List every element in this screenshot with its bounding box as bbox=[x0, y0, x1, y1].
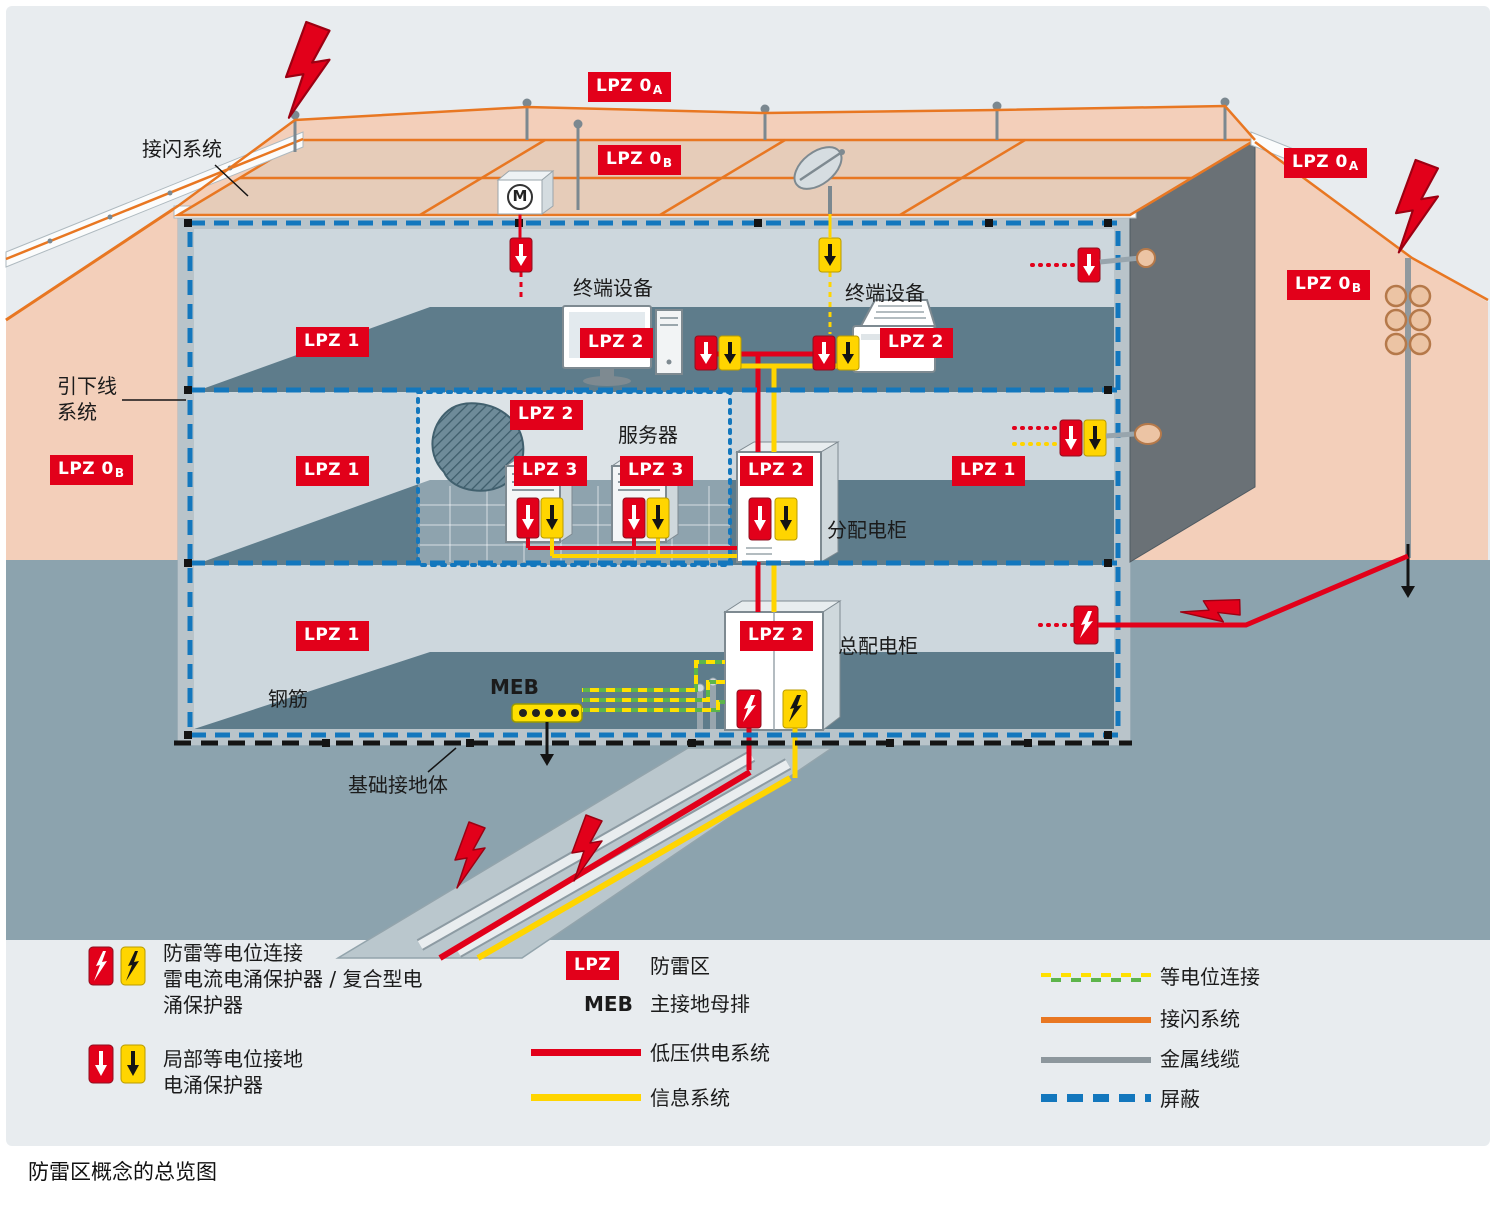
meb-busbar bbox=[511, 703, 583, 723]
spd-roof-power bbox=[509, 237, 533, 273]
server-feed-lines bbox=[526, 538, 737, 558]
spd-wall-power bbox=[1073, 605, 1099, 645]
spd-server-pair-1 bbox=[516, 497, 564, 539]
lpz0-boundary-line bbox=[5, 104, 1256, 322]
lpz0-boundary-line-right bbox=[1254, 140, 1489, 302]
metal-service-entry bbox=[1134, 423, 1162, 445]
spd-wall-middle-pair bbox=[1059, 419, 1162, 457]
spd-terminal-right-pair bbox=[812, 335, 860, 371]
pole-insulators bbox=[1384, 284, 1432, 356]
lpz0b-zone-roof-gap bbox=[178, 106, 1255, 215]
underground-trench bbox=[335, 747, 835, 961]
spd-server-pair-2 bbox=[622, 497, 670, 539]
roof bbox=[5, 97, 1489, 322]
overhead-power-line bbox=[1098, 553, 1409, 628]
satellite-dish bbox=[793, 146, 845, 238]
metal-pipe-entry bbox=[1136, 248, 1156, 268]
equipotential-bonding-lines bbox=[582, 660, 725, 712]
spd-main-pair bbox=[736, 689, 808, 729]
motor-unit bbox=[496, 169, 555, 238]
utility-pole bbox=[1384, 258, 1432, 598]
shield-border-blue bbox=[187, 220, 1121, 738]
spd-stub-lines bbox=[519, 263, 1080, 627]
server-room bbox=[416, 390, 732, 567]
underground-info-cable bbox=[476, 775, 792, 961]
underground-power-cable bbox=[438, 769, 752, 961]
spd-distribution-pair bbox=[748, 497, 798, 541]
label-pointer-lines bbox=[122, 164, 457, 773]
spd-terminal-left-pair bbox=[694, 335, 742, 371]
earth-electrode-meb bbox=[540, 722, 554, 766]
spd-wall-upper bbox=[1077, 247, 1156, 283]
spd-roof-antenna bbox=[818, 237, 842, 273]
